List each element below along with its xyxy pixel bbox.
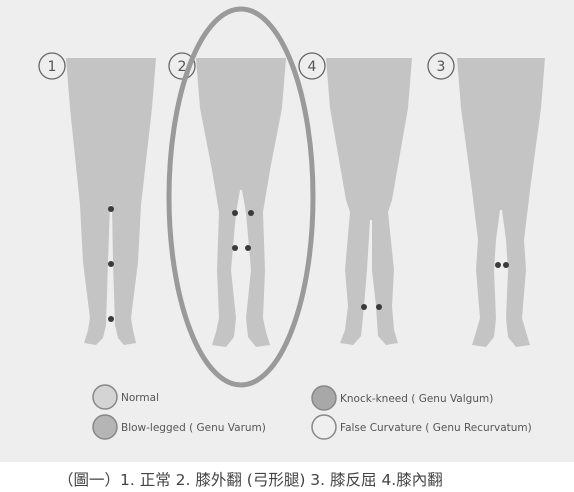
knee-dot (232, 210, 238, 216)
calf-dot (245, 245, 251, 251)
ankle-dot (108, 316, 114, 322)
legs-bow-legged (196, 58, 286, 347)
legend-label-false-curvature: False Curvature ( Genu Recurvatum) (340, 422, 532, 434)
legs-knock-kneed (326, 58, 412, 345)
leg-alignment-diagram: 1 2 4 3 (0, 0, 574, 462)
figure-normal: 1 (39, 53, 156, 345)
figure-number-label: 4 (308, 59, 317, 75)
knee-dot (108, 206, 114, 212)
legend-label-normal: Normal (121, 392, 159, 404)
legend-label-knock-kneed: Knock-kneed ( Genu Valgum) (340, 393, 493, 405)
calf-dot (108, 261, 114, 267)
figure-knock-kneed: 4 (299, 53, 412, 345)
figure-number-label: 1 (48, 59, 57, 75)
legend-swatch-knock-kneed (312, 386, 336, 410)
legs-false-curvature (457, 58, 545, 347)
ankle-dot (361, 304, 367, 310)
figure-bow-legged: 2 (169, 9, 313, 385)
legend: Normal Blow-legged ( Genu Varum) Knock-k… (93, 385, 532, 439)
calf-dot (232, 245, 238, 251)
knee-dot (503, 262, 509, 268)
ankle-dot (376, 304, 382, 310)
legend-label-bow-legged: Blow-legged ( Genu Varum) (121, 422, 266, 434)
legs-normal (66, 58, 156, 345)
figure-caption: （圖一）1. 正常 2. 膝外翻 (弓形腿) 3. 膝反屈 4.膝內翻 (58, 468, 574, 490)
knee-dot (248, 210, 254, 216)
legend-swatch-normal (93, 385, 117, 409)
figure-false-curvature: 3 (428, 53, 545, 347)
legend-swatch-bow-legged (93, 415, 117, 439)
legend-swatch-false-curvature (312, 415, 336, 439)
diagram-panel: 1 2 4 3 (0, 0, 574, 462)
figure-number-label: 3 (437, 59, 446, 75)
knee-dot (495, 262, 501, 268)
